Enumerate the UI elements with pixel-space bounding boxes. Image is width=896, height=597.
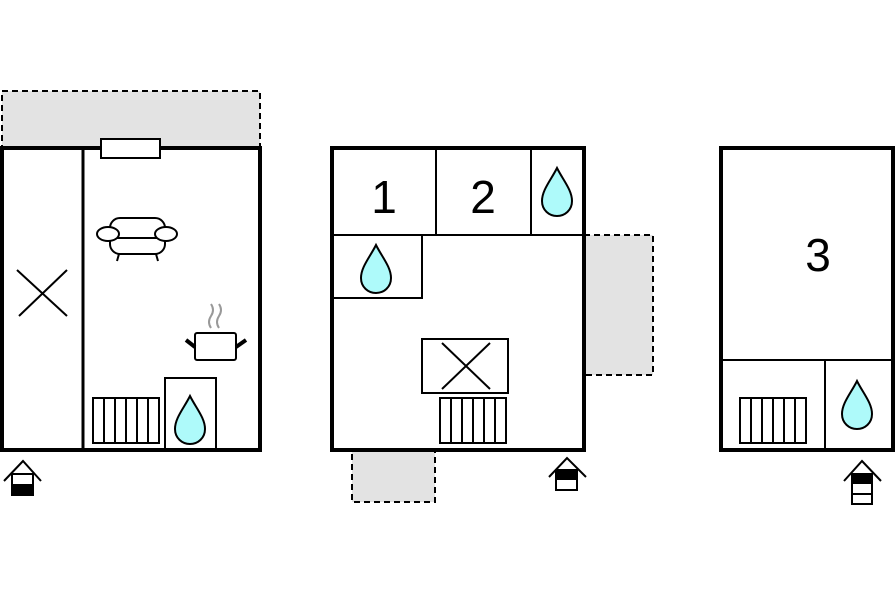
outer-walls: [0, 146, 262, 452]
stairs-icon: [16, 269, 68, 317]
ground-floor: [0, 90, 262, 496]
outer-walls: [719, 146, 895, 452]
first-floor: 1 2: [330, 146, 654, 503]
second-floor: 3: [719, 146, 895, 505]
radiator-icon: [439, 397, 507, 444]
water-drop-icon: [541, 167, 573, 217]
room-label: 1: [371, 171, 397, 223]
entrance-icon: [548, 456, 587, 491]
water-drop-icon: [841, 380, 873, 430]
stairs-icon: [421, 338, 509, 394]
window: [100, 138, 161, 159]
radiator-icon: [739, 397, 807, 444]
water-drop-icon: [174, 395, 206, 445]
terrace-bottom: [351, 449, 436, 503]
room-label: 3: [805, 229, 831, 281]
radiator-icon: [92, 397, 160, 444]
sofa-icon: [96, 217, 178, 262]
water-drop-icon: [360, 244, 392, 294]
entrance-icon: [843, 459, 882, 505]
entrance-icon: [3, 459, 42, 496]
bathroom: [164, 377, 217, 451]
room-label: 2: [470, 171, 496, 223]
kitchen-pot-icon: [184, 303, 248, 361]
terrace-right: [583, 234, 654, 376]
